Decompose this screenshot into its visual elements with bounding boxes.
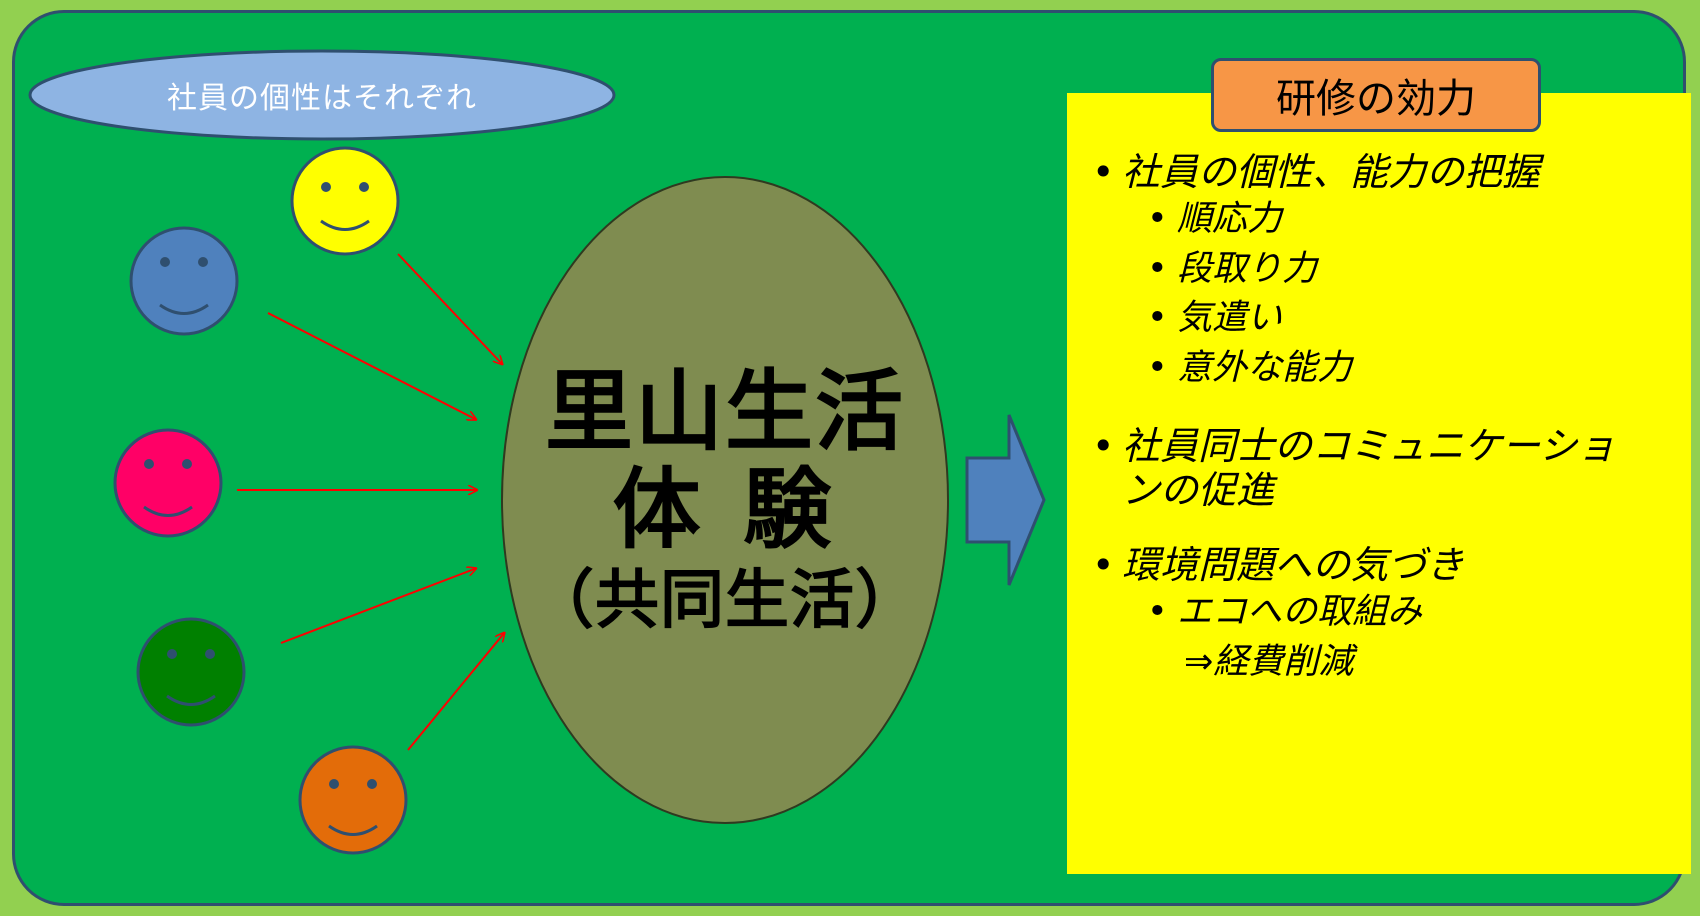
- arrow-orange-to-core: [407, 632, 505, 751]
- core-line-3: （共同生活）: [530, 563, 920, 638]
- effect-item: •社員同士のコミュニケーションの促進: [1092, 423, 1616, 513]
- arrow-blue-to-core: [267, 312, 477, 421]
- arrow-yellow-to-core: [397, 253, 503, 365]
- effect-item: •環境問題への気づき: [1092, 543, 1465, 588]
- effect-sub-item: •段取り力: [1147, 248, 1318, 289]
- face-orange: [298, 745, 408, 855]
- core-ellipse: [501, 176, 949, 824]
- core-line-1: 里山生活: [544, 359, 905, 463]
- core-text: 里山生活 体 験 （共同生活）: [500, 320, 950, 680]
- effects-title: 研修の効力: [1211, 58, 1541, 132]
- personality-ellipse: [28, 49, 616, 141]
- effect-sub-item: •順応力: [1147, 198, 1283, 239]
- face-green: [136, 617, 246, 727]
- effect-sub-item: •エコへの取組み: [1147, 592, 1423, 633]
- face-blue: [129, 226, 239, 336]
- effect-sub-continuation: ⇒経費削減: [1184, 641, 1354, 682]
- arrow-green-to-core: [280, 568, 477, 644]
- block-arrow: [965, 414, 1046, 586]
- effect-sub-item: •気遣い: [1147, 298, 1283, 339]
- core-line-2: 体 験: [612, 458, 838, 562]
- effect-item: •社員の個性、能力の把握: [1092, 150, 1541, 194]
- effect-sub-item: •意外な能力: [1147, 347, 1353, 388]
- effects-list: •社員の個性、能力の把握 •順応力 •段取り力 •気遣い •意外な能力 •社員同…: [1092, 150, 1682, 687]
- face-yellow: [290, 146, 400, 256]
- personality-label: 社員の個性はそれぞれ: [167, 81, 477, 116]
- effects-box: [1067, 93, 1691, 874]
- face-pink: [113, 428, 223, 538]
